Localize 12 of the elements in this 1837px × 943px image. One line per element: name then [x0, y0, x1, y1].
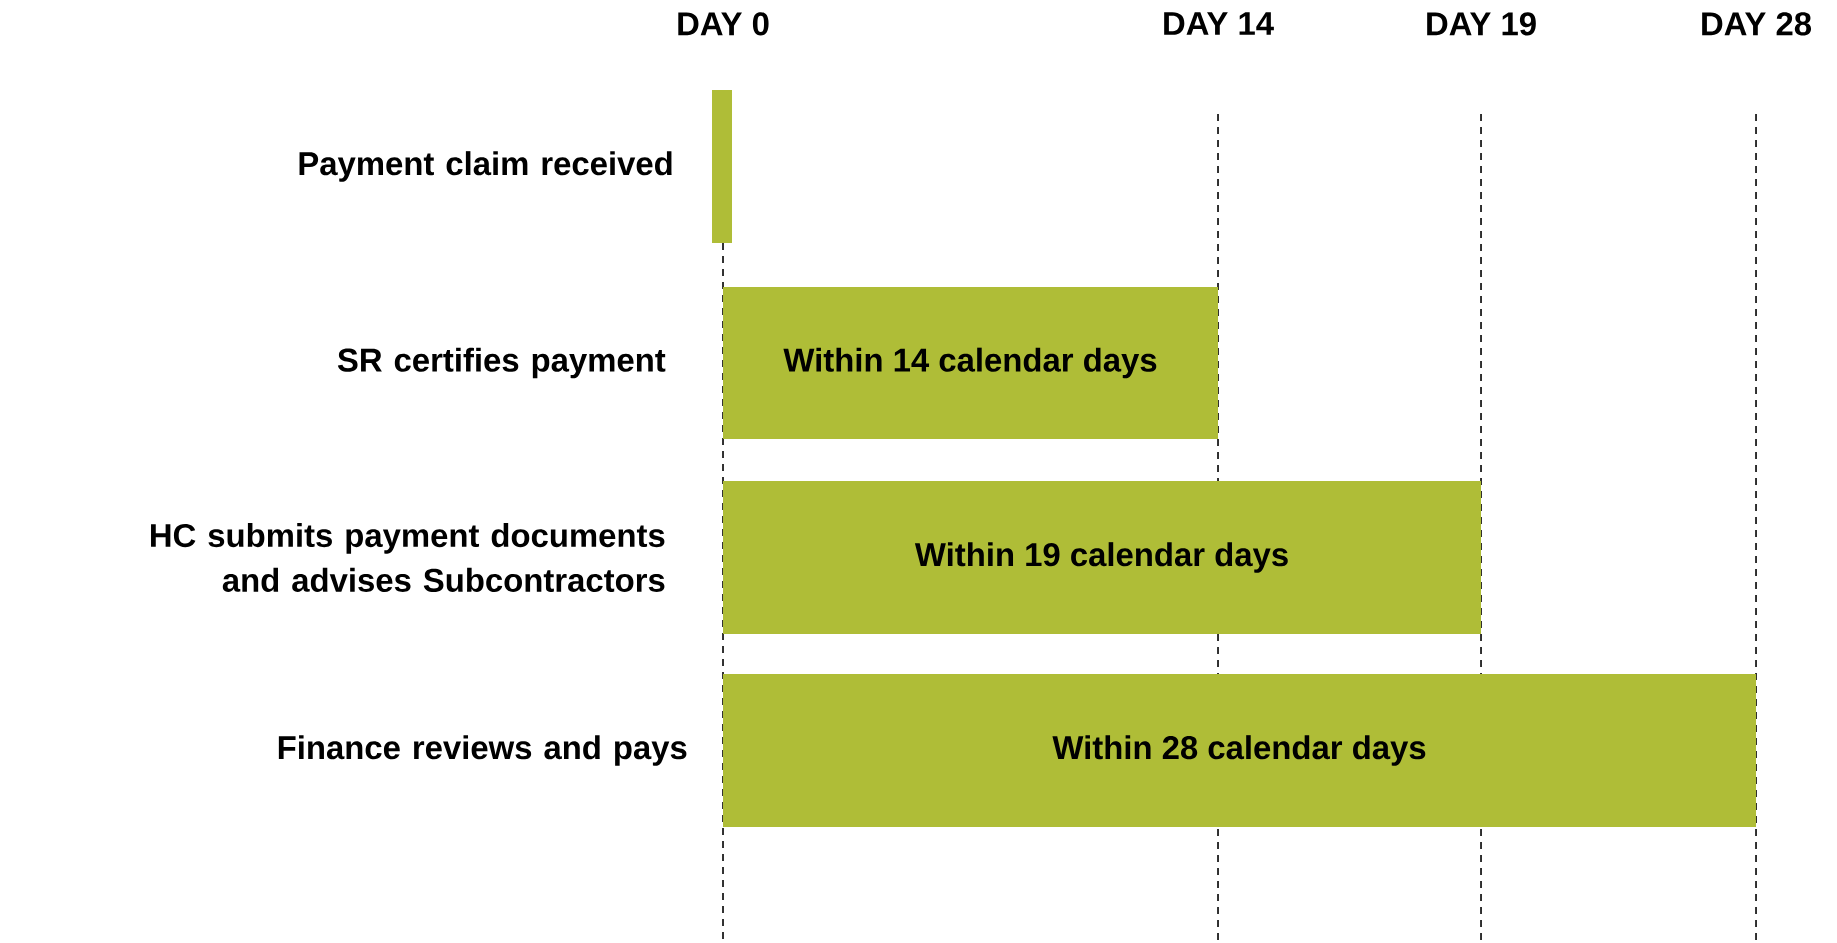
timeline-bar: Within 28 calendar days: [723, 674, 1757, 827]
timeline-bar: Within 19 calendar days: [723, 481, 1481, 634]
row-label: Finance reviews and pays: [278, 735, 687, 766]
day-header: DAY 19: [1427, 12, 1536, 36]
marker-bar: [712, 90, 732, 243]
day-header: DAY 0: [678, 12, 769, 36]
row-label: Payment claim received: [299, 151, 672, 182]
day-header: DAY 28: [1702, 12, 1812, 36]
day-header: DAY 14: [1164, 12, 1274, 35]
row-label: SR certifies payment: [337, 347, 666, 379]
row-label: HC submits payment documents and advises Subcontractors: [151, 523, 665, 592]
timeline-bar: Within 14 calendar days: [723, 287, 1218, 439]
